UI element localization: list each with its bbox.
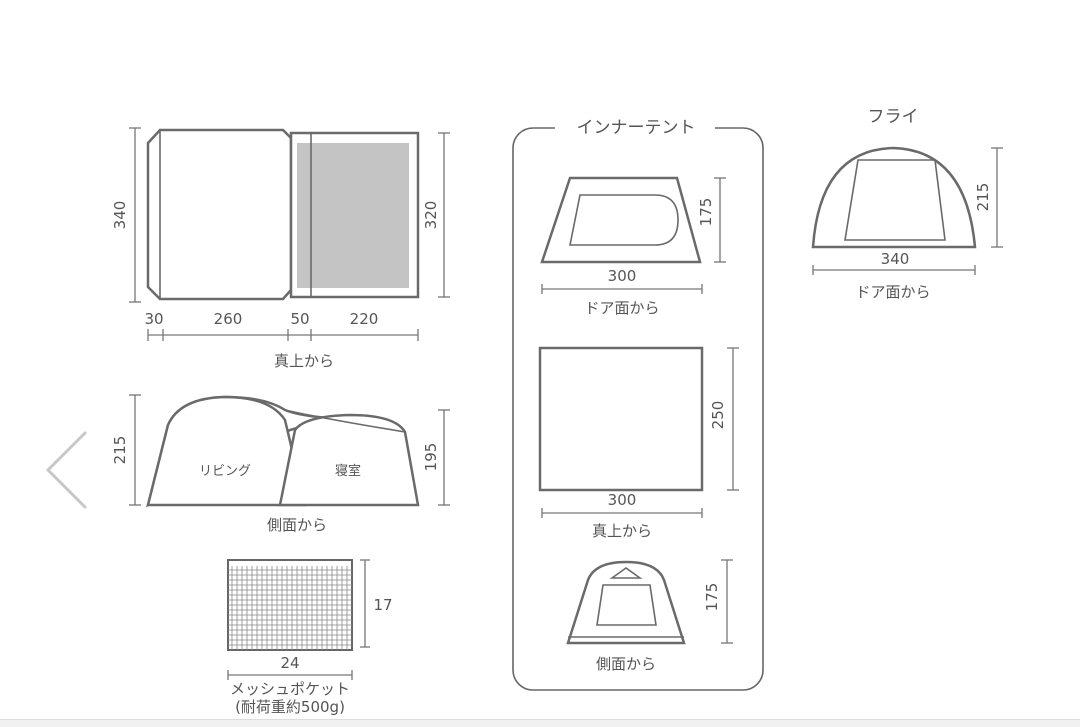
mesh-width-dimension <box>227 670 353 680</box>
mesh-grid <box>228 566 352 650</box>
mesh-caption: メッシュポケット <box>230 680 350 698</box>
inner-door-caption: ドア面から <box>584 299 659 317</box>
roof-line <box>284 409 406 433</box>
mesh-height-dimension <box>360 559 370 648</box>
dim-30: 30 <box>144 310 163 328</box>
dim-250: 250 <box>709 401 727 430</box>
fly-height-dim <box>991 147 1003 248</box>
mesh-pocket: 17 24 メッシュポケット (耐荷重約500g) <box>227 559 393 716</box>
fly-caption: ドア面から <box>855 283 930 301</box>
dim-17: 17 <box>373 596 392 614</box>
dim-50: 50 <box>290 310 309 328</box>
living-dome <box>146 395 307 507</box>
fly-view: フライ 215 340 ドア面から <box>811 107 1003 301</box>
dim-260: 260 <box>214 310 243 328</box>
side-view-caption: 側面から <box>267 516 327 534</box>
bedroom-dome <box>278 413 420 507</box>
inner-side-window <box>596 584 657 626</box>
fly-door <box>844 159 946 241</box>
dim-215: 215 <box>111 436 129 465</box>
bedroom-fill <box>297 143 409 288</box>
depth-dimension <box>438 132 450 298</box>
top-view-caption: 真上から <box>274 352 334 370</box>
inner-tent-title: インナーテント <box>577 118 696 138</box>
carousel-prev-button[interactable] <box>40 428 96 512</box>
dim-340: 340 <box>111 201 129 230</box>
bottom-edge <box>0 719 1080 727</box>
dim-175-side: 175 <box>703 583 721 612</box>
inner-side-height-dim <box>721 559 733 644</box>
top-view: 340 320 30 260 50 220 真上から <box>111 127 450 370</box>
dim-300-door: 300 <box>608 267 637 285</box>
bedroom-height-dimension <box>438 409 450 506</box>
fly-outline <box>811 146 977 249</box>
mesh-load: (耐荷重約500g) <box>235 698 345 716</box>
bedroom-label: 寝室 <box>335 463 361 479</box>
inner-side-caption: 側面から <box>596 655 656 673</box>
inner-top-width-dim <box>541 508 703 518</box>
inner-side-outline <box>566 560 686 645</box>
dim-220: 220 <box>350 310 379 328</box>
inner-top-outline <box>538 346 704 492</box>
dim-340-fly: 340 <box>881 250 910 268</box>
inner-door-width-dim <box>541 284 703 294</box>
fly-width-dim <box>812 265 976 275</box>
living-room-outline <box>146 128 293 301</box>
dim-320: 320 <box>422 201 440 230</box>
inner-side-vent <box>609 567 643 579</box>
living-height-dimension <box>129 394 141 506</box>
inner-door-height-dim <box>714 177 726 263</box>
width-dimension <box>129 127 141 303</box>
dim-195: 195 <box>422 443 440 472</box>
dim-215-fly: 215 <box>974 183 992 212</box>
chevron-left-icon <box>45 430 88 510</box>
length-dimension <box>147 329 419 341</box>
inner-top-depth-dim <box>727 347 739 491</box>
fly-title: フライ <box>868 107 919 127</box>
inner-tent-panel: インナーテント 175 300 ドア面から 250 300 真上から 175 側… <box>512 116 764 691</box>
dim-175-door: 175 <box>697 198 715 227</box>
dim-24: 24 <box>280 654 299 672</box>
inner-door-outline <box>540 176 702 264</box>
side-view: 215 195 リビング 寝室 側面から <box>111 394 450 534</box>
inner-top-caption: 真上から <box>592 522 652 540</box>
dim-300-top: 300 <box>608 491 637 509</box>
inner-door-window <box>569 194 679 246</box>
living-label: リビング <box>199 464 251 479</box>
title-bg <box>555 116 715 140</box>
